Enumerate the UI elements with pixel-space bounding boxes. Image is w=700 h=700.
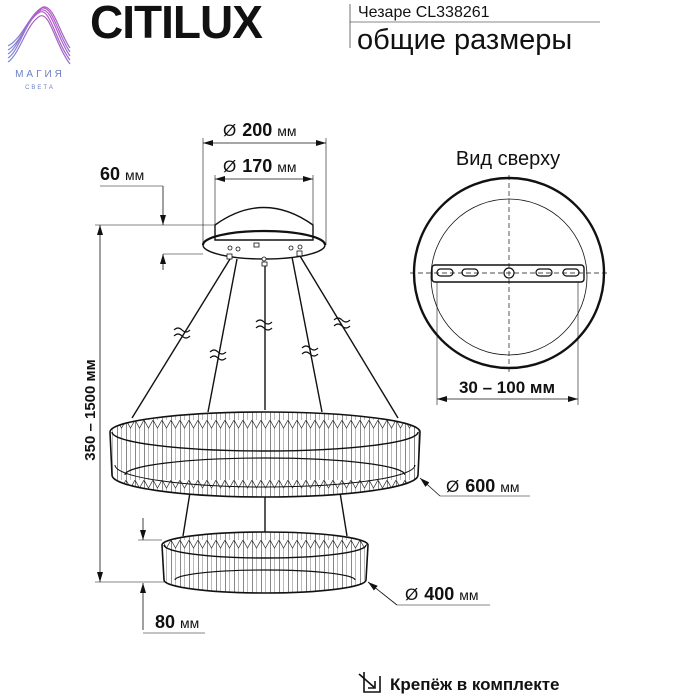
diameter-symbol: Ø bbox=[405, 585, 418, 604]
unit: мм bbox=[277, 123, 296, 139]
unit: мм bbox=[180, 615, 199, 631]
small-ring-dimension: Ø 400 мм bbox=[367, 581, 490, 606]
partner-logo-line1: МАГИЯ bbox=[15, 69, 65, 80]
wire-break-marks bbox=[173, 317, 351, 361]
mount-arrow-icon bbox=[358, 672, 381, 693]
top-view: Вид сверху 30 – 100 мм bbox=[410, 148, 608, 405]
top-view-title: Вид сверху bbox=[456, 148, 560, 170]
canopy-outer-value: 200 bbox=[242, 120, 272, 140]
total-height-dimension: 350 – 1500 мм bbox=[82, 225, 165, 583]
model-name: Чезаре CL338261 bbox=[358, 4, 490, 21]
large-crystal-ring bbox=[109, 411, 421, 498]
canopy-outer-dimension: Ø 200 мм bbox=[202, 120, 327, 245]
partner-logo-line2: СВЕТА bbox=[25, 85, 55, 91]
large-ring-value: 600 bbox=[465, 476, 495, 496]
ring-height-dimension: 80 мм bbox=[138, 518, 205, 634]
footer-text: Крепёж в комплекте bbox=[390, 675, 560, 694]
total-height-value: 350 – 1500 мм bbox=[82, 359, 99, 460]
unit: мм bbox=[500, 479, 519, 495]
ring-height-value: 80 bbox=[155, 612, 175, 632]
diameter-symbol: Ø bbox=[223, 121, 236, 140]
canopy bbox=[201, 206, 327, 267]
diameter-symbol: Ø bbox=[446, 477, 459, 496]
page-subtitle: общие размеры bbox=[357, 24, 572, 56]
small-ring-value: 400 bbox=[424, 584, 454, 604]
large-ring-dimension: Ø 600 мм bbox=[419, 476, 530, 497]
unit: мм bbox=[459, 587, 478, 603]
suspension-wires bbox=[131, 255, 399, 537]
wave-logo-icon bbox=[7, 6, 71, 65]
mounting-bar bbox=[431, 264, 585, 283]
brand-logo: CITILUX bbox=[90, 0, 263, 48]
canopy-inner-value: 170 bbox=[242, 156, 272, 176]
diameter-symbol: Ø bbox=[223, 157, 236, 176]
mount-range-value: 30 – 100 мм bbox=[459, 378, 555, 397]
small-crystal-ring bbox=[161, 531, 369, 594]
unit: мм bbox=[125, 167, 144, 183]
partner-logo: МАГИЯ СВЕТА bbox=[7, 6, 71, 91]
unit: мм bbox=[277, 159, 296, 175]
canopy-height-dimension: 60 мм bbox=[95, 164, 215, 270]
canopy-height-value: 60 bbox=[100, 164, 120, 184]
canopy-inner-dimension: Ø 170 мм bbox=[214, 156, 314, 225]
